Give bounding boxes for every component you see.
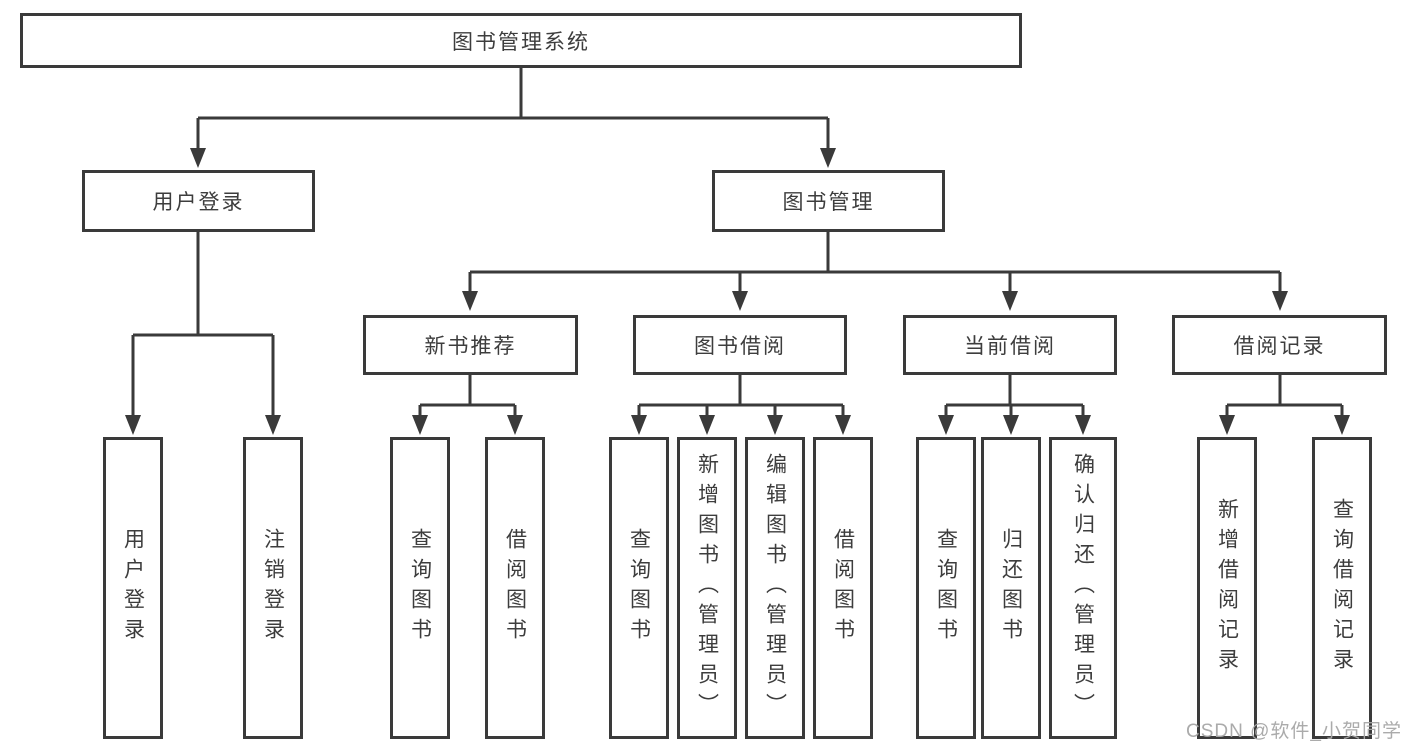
leaf-user-login: 用户登录 [103,437,163,739]
node-current-borrow-label: 当前借阅 [964,335,1056,358]
leaf-add-borrow-record: 新增借阅记录 [1197,437,1257,739]
leaf-query-book-1: 查询图书 [390,437,450,739]
node-new-book-recommend-label: 新书推荐 [424,335,517,358]
leaf-query-book-2-label: 查询图书 [627,528,651,648]
leaf-confirm-return-admin: 确认归还（管理员） [1049,437,1117,739]
leaf-borrow-book-2-label: 借阅图书 [831,528,855,648]
leaf-query-book-3: 查询图书 [916,437,976,739]
node-book-management-label: 图书管理 [782,191,875,214]
leaf-logout: 注销登录 [243,437,303,739]
leaf-edit-book-admin: 编辑图书（管理员） [745,437,805,739]
arrowheads [125,148,1350,435]
node-root: 图书管理系统 [20,13,1022,68]
leaf-user-login-label: 用户登录 [121,528,145,648]
node-book-management: 图书管理 [712,170,945,232]
leaf-add-book-admin-label: 新增图书（管理员） [695,453,719,723]
connector-paths [131,68,1344,417]
leaf-add-book-admin: 新增图书（管理员） [677,437,737,739]
leaf-query-book-1-label: 查询图书 [408,528,432,648]
node-user-login-label: 用户登录 [152,191,245,214]
node-borrow-records-label: 借阅记录 [1233,335,1326,358]
node-current-borrow: 当前借阅 [903,315,1117,375]
node-borrow-records: 借阅记录 [1172,315,1387,375]
node-user-login: 用户登录 [82,170,315,232]
leaf-query-borrow-record: 查询借阅记录 [1312,437,1372,739]
leaf-query-book-3-label: 查询图书 [934,528,958,648]
leaf-add-borrow-record-label: 新增借阅记录 [1215,498,1239,678]
leaf-edit-book-admin-label: 编辑图书（管理员） [763,453,787,723]
leaf-return-book: 归还图书 [981,437,1041,739]
leaf-return-book-label: 归还图书 [999,528,1023,648]
leaf-borrow-book-1: 借阅图书 [485,437,545,739]
leaf-query-borrow-record-label: 查询借阅记录 [1330,498,1354,678]
leaf-confirm-return-admin-label: 确认归还（管理员） [1071,453,1095,723]
node-book-borrow: 图书借阅 [633,315,847,375]
node-book-borrow-label: 图书借阅 [694,335,786,358]
node-root-label: 图书管理系统 [452,30,590,54]
leaf-borrow-book-1-label: 借阅图书 [503,528,527,648]
leaf-logout-label: 注销登录 [261,528,285,648]
leaf-query-book-2: 查询图书 [609,437,669,739]
leaf-borrow-book-2: 借阅图书 [813,437,873,739]
node-new-book-recommend: 新书推荐 [363,315,578,375]
